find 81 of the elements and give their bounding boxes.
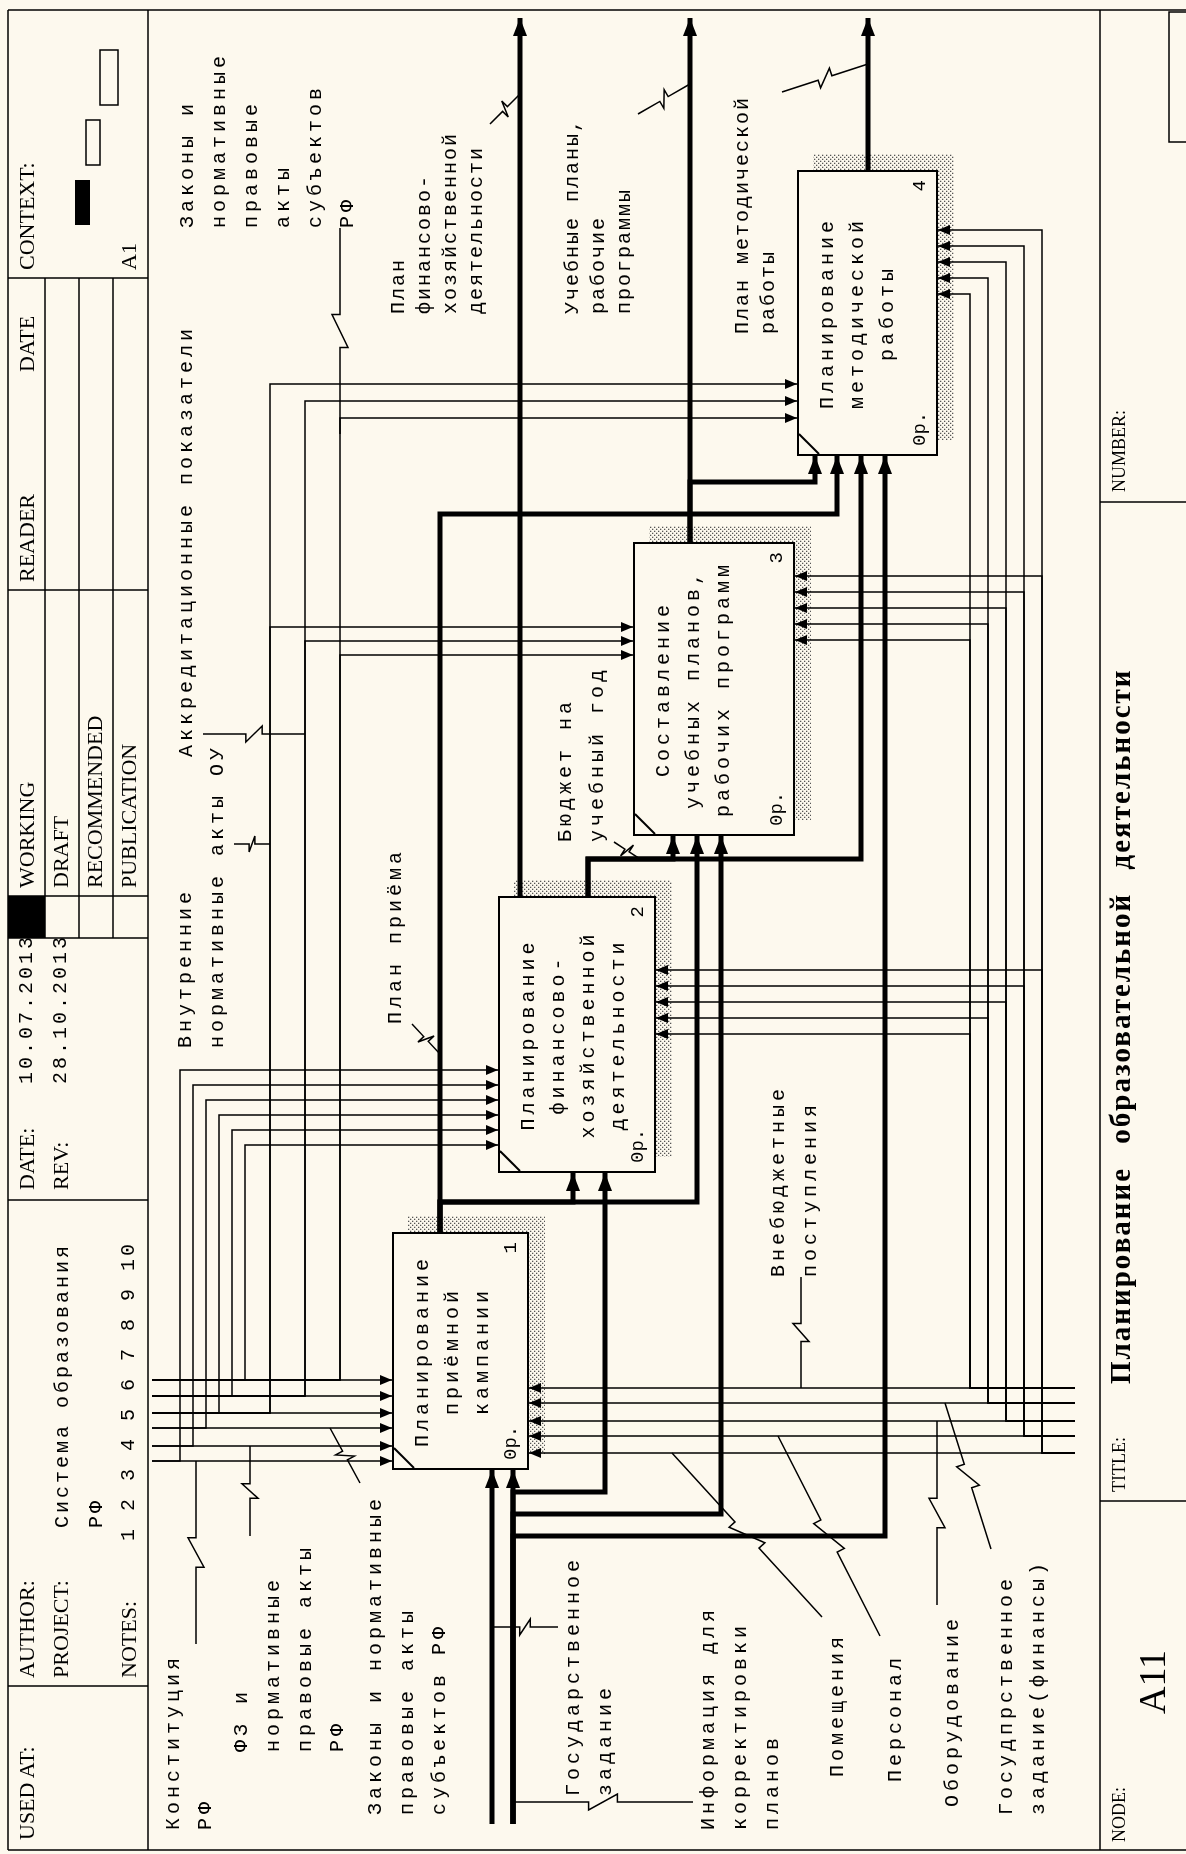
activity-name: Планирование методической работы — [815, 216, 900, 411]
frame-label: DATE — [13, 315, 40, 372]
box-number: 2 — [628, 906, 648, 918]
node-number: A11 — [1130, 1649, 1174, 1714]
arrow — [513, 18, 527, 896]
activity-box — [797, 170, 938, 456]
arrow-label: ФЗ и нормативные правовые акты РФ — [226, 1536, 354, 1752]
leader-line — [491, 1616, 559, 1638]
frame-label: NODE: — [1108, 1787, 1130, 1842]
activity-box — [633, 542, 795, 836]
arrow — [437, 456, 844, 1232]
frame-value: 10.07.2013 — [14, 933, 39, 1084]
activity-box — [392, 1232, 529, 1470]
frame-label: TITLE: — [1108, 1437, 1130, 1492]
leader-line — [233, 835, 271, 853]
arrow — [510, 456, 892, 1824]
arrow-label: План финансово-хозяйственной деятельности — [386, 124, 490, 314]
arrow — [683, 18, 697, 542]
leader-line — [186, 1460, 206, 1645]
frame-value: Система образования РФ — [50, 1241, 109, 1528]
cost-label: 0р. — [628, 1128, 648, 1163]
diagram-title: Планирование образовательной деятельности — [1103, 668, 1137, 1384]
frame-label: DATE: — [13, 1127, 40, 1190]
arrow-label: Госудпрственное задание(финансы) — [991, 1549, 1055, 1815]
arrow-label: Внебюджетные поступления — [763, 1075, 827, 1277]
arrow-label: Законы и нормативные правовые акты субъектов РФ — [360, 1483, 456, 1815]
arrow — [861, 18, 875, 170]
leader-line — [240, 1445, 260, 1537]
frame-value: 1 2 3 4 5 6 7 8 9 10 — [116, 1240, 141, 1541]
box-number: 3 — [767, 552, 787, 564]
frame-label: WORKING — [13, 781, 40, 888]
arrow-label: Государственное задание — [558, 1546, 622, 1796]
leader-line — [330, 227, 350, 435]
leader-line — [512, 1792, 694, 1812]
frame-label: CONTEXT: — [13, 162, 40, 270]
leader-line — [202, 724, 306, 744]
leader-line — [637, 83, 691, 115]
cost-label: 0р. — [767, 791, 787, 826]
activity-name: Планирование приёмной кампании — [410, 1254, 495, 1449]
frame-label: PROJECT: — [47, 1580, 74, 1678]
frame-label: READER — [13, 494, 40, 582]
arrow — [485, 1470, 499, 1824]
activity-box — [498, 896, 656, 1173]
box-number: 4 — [910, 180, 930, 192]
leader-line — [781, 63, 869, 93]
box-number: 1 — [501, 1242, 521, 1254]
leader-line — [411, 1023, 441, 1055]
arrow-label: Учебные планы, рабочие программы — [560, 114, 638, 314]
arrow-label: Персонал — [880, 1636, 912, 1782]
leader-line — [671, 1452, 823, 1618]
arrow-label: Помещения — [822, 1617, 854, 1777]
arrow-label: План методической работы — [730, 92, 782, 334]
frame-label: NOTES: — [115, 1601, 142, 1678]
leader-line — [613, 841, 641, 860]
frame-label: PUBLICATION — [115, 743, 142, 888]
activity-name: Планирование финансово-хозяйственной деятельности — [516, 929, 631, 1141]
arrow-label: План приёма — [380, 834, 412, 1024]
cost-label: 0р. — [501, 1425, 521, 1460]
leader-line — [927, 1420, 947, 1606]
leader-line — [777, 1435, 881, 1637]
frame-value: 28.10.2013 — [48, 933, 73, 1084]
arrow-label: Оборудование — [937, 1605, 969, 1807]
leader-line — [791, 1276, 811, 1389]
cost-label: 0р. — [910, 411, 930, 446]
leader-line — [944, 1402, 992, 1550]
arrow-label: Конституция РФ — [158, 1644, 222, 1830]
frame-value: A1 — [115, 243, 142, 270]
arrow-label: Бюджет на учебный год — [550, 656, 614, 842]
frame-label: NUMBER: — [1108, 410, 1130, 492]
frame-label: AUTHOR: — [13, 1580, 40, 1678]
leader-line — [329, 1427, 361, 1484]
frame-label: DRAFT — [47, 815, 74, 888]
activity-name: Составление учебных планов, рабочих программ — [651, 560, 736, 819]
arrow-label: Аккредитационные показатели — [171, 297, 203, 757]
frame-label: RECOMMENDED — [81, 715, 108, 888]
frame-label: USED AT: — [13, 1746, 40, 1840]
arrow — [585, 456, 868, 896]
arrow-label: Информация для корректировки планов — [693, 1596, 789, 1830]
arrow-label: Законы и нормативные правовые акты субъектов РФ — [172, 40, 364, 228]
leader-line — [489, 93, 521, 125]
frame-label: REV: — [47, 1141, 74, 1190]
